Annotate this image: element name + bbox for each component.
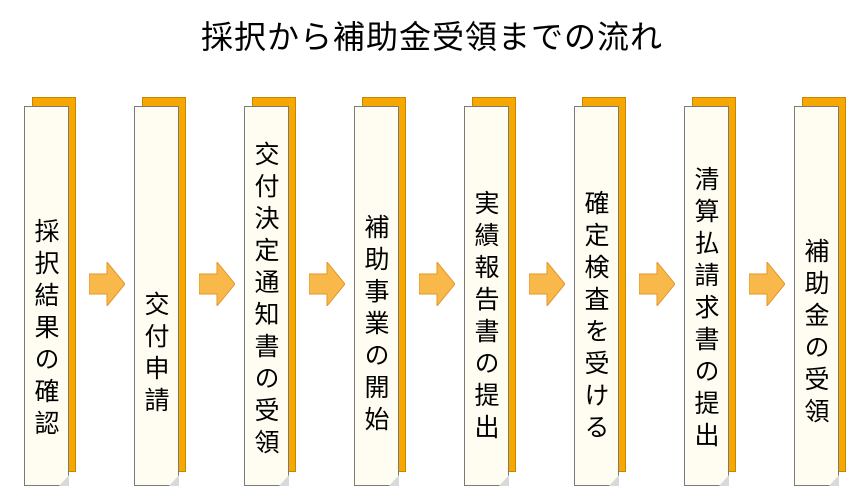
step-card-3: 交付決定通知書の受領 [244, 97, 296, 486]
step-label: 清算払請求書の提出 [684, 106, 729, 486]
arrow-right-icon [639, 262, 675, 306]
page-fold [609, 475, 619, 486]
page-fold [169, 475, 179, 486]
step-label: 交付決定通知書の受領 [244, 106, 289, 486]
step-card-1: 採択結果の確認 [24, 97, 76, 486]
arrow-right-icon [419, 262, 455, 306]
arrow-right-icon [309, 262, 345, 306]
step-label: 交付申請 [134, 106, 179, 486]
step-label: 実績報告書の提出 [464, 106, 509, 486]
step-card-6: 確定検査を受ける [574, 97, 626, 486]
step-label: 確定検査を受ける [574, 106, 619, 486]
step-label: 補助事業の開始 [354, 106, 399, 486]
step-card-8: 補助金の受領 [794, 97, 846, 486]
page-fold [279, 475, 289, 486]
step-card-4: 補助事業の開始 [354, 97, 406, 486]
arrow-right-icon [749, 262, 785, 306]
page-fold [499, 475, 509, 486]
diagram-title: 採択から補助金受領までの流れ [200, 18, 663, 56]
arrow-right-icon [89, 262, 125, 306]
page-fold [719, 475, 729, 486]
step-label: 採択結果の確認 [24, 106, 69, 486]
arrow-right-icon [199, 262, 235, 306]
page-fold [829, 475, 839, 486]
step-card-5: 実績報告書の提出 [464, 97, 516, 486]
page-fold [389, 475, 399, 486]
step-card-7: 清算払請求書の提出 [684, 97, 736, 486]
step-card-2: 交付申請 [134, 97, 186, 486]
arrow-right-icon [529, 262, 565, 306]
step-label: 補助金の受領 [794, 106, 839, 486]
page-fold [59, 475, 69, 486]
